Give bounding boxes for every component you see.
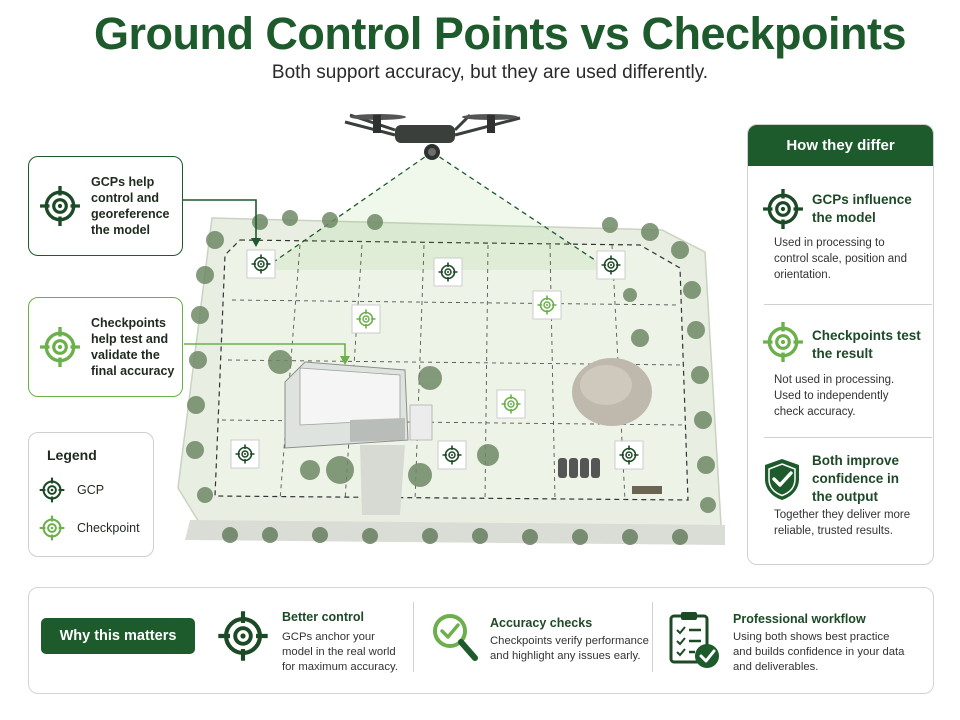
- target-icon: [39, 515, 65, 541]
- legend-label: GCP: [77, 483, 105, 497]
- why-it-matters-bar: Why this matters Better control GCPs anc…: [28, 587, 934, 694]
- magnifier-check-icon: [433, 614, 478, 661]
- checkpoint-callout-arrow: [184, 343, 346, 362]
- checkpoint-marker: [351, 304, 381, 334]
- bar-divider: [652, 602, 653, 672]
- section-title: Checkpoints test the result: [812, 328, 921, 361]
- checkpoint-callout: Checkpoints help test and validate the f…: [28, 297, 183, 397]
- legend-label: Checkpoint: [77, 521, 140, 535]
- page-title: Ground Control Points vs Checkpoints: [93, 8, 907, 59]
- checkpoint-callout-text: Checkpoints help test and validate the f…: [91, 316, 175, 378]
- bar-divider: [413, 602, 414, 672]
- section-title: GCPs influence the model: [812, 192, 912, 225]
- target-icon: [762, 188, 804, 230]
- section-body: Together they deliver more reliable, tru…: [774, 509, 911, 537]
- checkpoint-marker: [496, 389, 526, 419]
- gcp-marker: [433, 257, 463, 287]
- section-divider: [764, 437, 932, 438]
- drone-icon: [344, 113, 521, 160]
- panel-header: How they differ: [748, 125, 933, 166]
- target-icon: [762, 321, 804, 363]
- target-icon: [39, 477, 65, 503]
- section-divider: [764, 304, 932, 305]
- target-icon: [39, 326, 81, 368]
- benefit-body: Using both shows best practice and build…: [733, 631, 905, 673]
- section-body: Not used in processing. Used to independ…: [774, 374, 895, 418]
- shield-check-icon: [765, 459, 799, 500]
- benefit-title: Accuracy checks: [490, 616, 593, 630]
- gcp-marker: [437, 440, 467, 470]
- benefit-body: Checkpoints verify performance and highl…: [490, 635, 649, 662]
- legend-title: Legend: [47, 447, 97, 463]
- target-icon: [217, 610, 269, 662]
- legend: Legend GCP Checkpoint: [28, 432, 154, 557]
- page-subtitle: Both support accuracy, but they are used…: [271, 62, 709, 83]
- gcp-marker: [614, 440, 644, 470]
- section-body: Used in processing to control scale, pos…: [774, 237, 907, 281]
- gcp-marker: [246, 249, 276, 279]
- benefit-title: Better control: [282, 610, 364, 624]
- section-title: Both improve confidence in the output: [812, 453, 900, 504]
- gcp-marker: [596, 250, 626, 280]
- gcp-callout-text: GCPs help control and georeference the m…: [91, 175, 170, 237]
- benefit-body: GCPs anchor your model in the real world…: [282, 631, 398, 673]
- why-this-matters-button[interactable]: Why this matters: [41, 618, 195, 654]
- clipboard-check-icon: [669, 612, 719, 668]
- legend-item-gcp: GCP: [39, 477, 104, 503]
- legend-item-checkpoint: Checkpoint: [39, 515, 140, 541]
- differences-panel: How they differ GCPs influence the model…: [747, 124, 934, 565]
- gcp-callout: GCPs help control and georeference the m…: [28, 156, 183, 256]
- target-icon: [39, 185, 81, 227]
- gcp-callout-arrow: [183, 199, 257, 244]
- checkpoint-marker: [532, 290, 562, 320]
- gcp-marker: [230, 439, 260, 469]
- benefit-title: Professional workflow: [733, 612, 866, 626]
